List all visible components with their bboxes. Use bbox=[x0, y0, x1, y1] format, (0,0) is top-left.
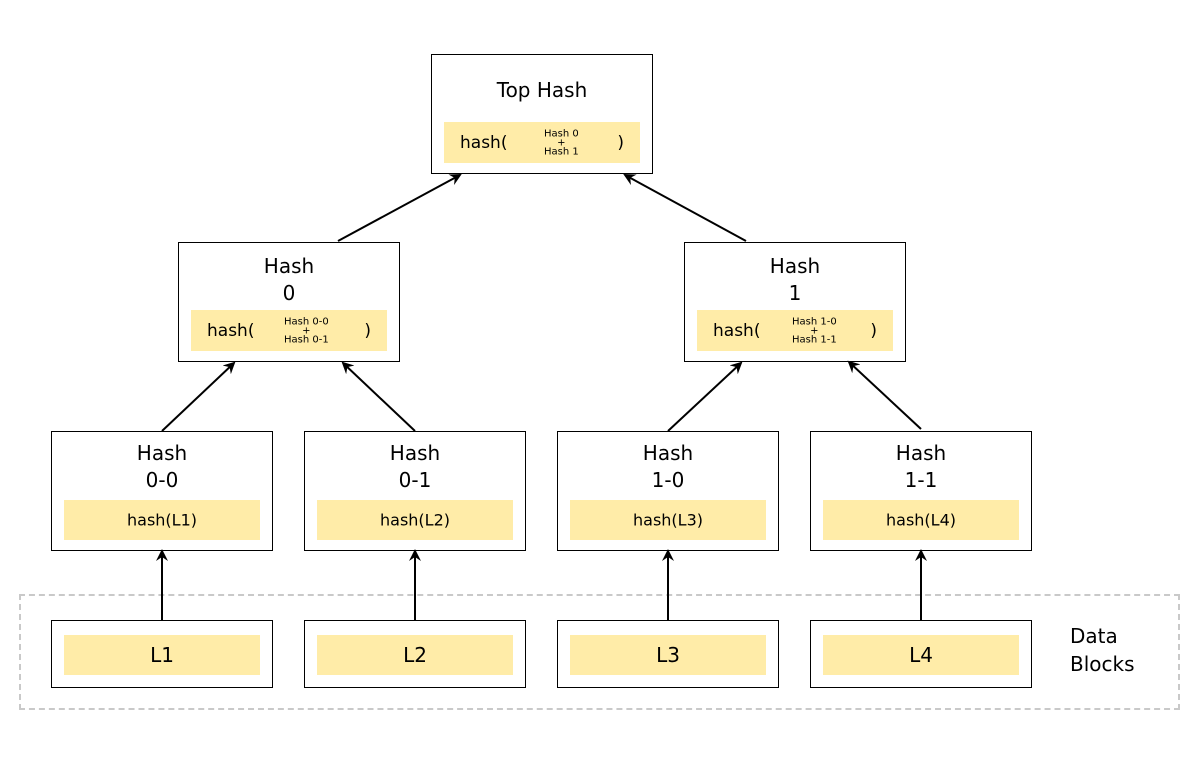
hash-1-0-content: hash(L3) bbox=[570, 500, 766, 540]
hash-1-1-title-line2: 1-1 bbox=[904, 468, 938, 492]
data-blocks-group bbox=[19, 594, 1180, 710]
hash-0-formula: hash( Hash 0-0 + Hash 0-1 ) bbox=[191, 310, 387, 351]
arrow-hash-0-to-top bbox=[337, 174, 462, 242]
data-block-l3: L3 bbox=[557, 620, 779, 688]
top-hash-close: ) bbox=[617, 132, 624, 153]
top-hash-title: Top Hash bbox=[496, 78, 588, 102]
hash-0-0-title-line1: Hash bbox=[136, 441, 188, 465]
hash-1-1-content-text: hash(L4) bbox=[886, 510, 956, 530]
hash-1-close: ) bbox=[870, 320, 877, 341]
data-blocks-label: Data Blocks bbox=[1070, 622, 1135, 678]
hash-0-input-b: Hash 0-1 bbox=[284, 334, 329, 345]
top-hash-node: Top Hash hash( Hash 0 + Hash 1 ) bbox=[431, 54, 653, 174]
hash-0-title-line1: Hash bbox=[263, 254, 315, 278]
data-block-l1-fill: L1 bbox=[64, 635, 260, 675]
hash-0-close: ) bbox=[364, 320, 371, 341]
hash-0-title-line2: 0 bbox=[282, 281, 296, 305]
data-blocks-label-line2: Blocks bbox=[1070, 652, 1135, 676]
hash-1-input-b: Hash 1-1 bbox=[792, 334, 837, 345]
hash-1-0-title-line1: Hash bbox=[642, 441, 694, 465]
data-block-l2: L2 bbox=[304, 620, 526, 688]
arrow-hash-1-to-top bbox=[623, 174, 747, 242]
top-hash-input-b: Hash 1 bbox=[544, 146, 579, 157]
hash-0-plus: + bbox=[302, 325, 311, 336]
data-block-l4-fill: L4 bbox=[823, 635, 1019, 675]
data-block-l4-label: L4 bbox=[909, 643, 933, 667]
arrow-hash-0-1-to-hash-0 bbox=[341, 361, 416, 432]
hash-0-node: Hash 0 hash( Hash 0-0 + Hash 0-1 ) bbox=[178, 242, 400, 362]
data-block-l3-fill: L3 bbox=[570, 635, 766, 675]
arrow-hash-1-0-to-hash-1 bbox=[667, 361, 743, 432]
arrow-hash-0-0-to-hash-0 bbox=[161, 361, 236, 432]
hash-1-0-content-text: hash(L3) bbox=[633, 510, 703, 530]
hash-0-0-node: Hash 0-0 hash(L1) bbox=[51, 431, 273, 551]
hash-1-fn: hash( bbox=[713, 320, 761, 341]
hash-0-1-node: Hash 0-1 hash(L2) bbox=[304, 431, 526, 551]
hash-0-input-a: Hash 0-0 bbox=[284, 316, 329, 327]
top-hash-plus: + bbox=[557, 137, 566, 148]
hash-0-0-content-text: hash(L1) bbox=[127, 510, 197, 530]
data-block-l2-label: L2 bbox=[403, 643, 427, 667]
arrow-hash-1-1-to-hash-1 bbox=[847, 360, 922, 430]
hash-1-title-line1: Hash bbox=[769, 254, 821, 278]
hash-1-formula: hash( Hash 1-0 + Hash 1-1 ) bbox=[697, 310, 893, 351]
hash-0-1-content-text: hash(L2) bbox=[380, 510, 450, 530]
hash-1-plus: + bbox=[810, 325, 819, 336]
hash-0-1-title-line2: 0-1 bbox=[398, 468, 432, 492]
hash-0-1-content: hash(L2) bbox=[317, 500, 513, 540]
hash-1-1-node: Hash 1-1 hash(L4) bbox=[810, 431, 1032, 551]
hash-1-node: Hash 1 hash( Hash 1-0 + Hash 1-1 ) bbox=[684, 242, 906, 362]
top-hash-input-a: Hash 0 bbox=[544, 128, 579, 139]
top-hash-formula: hash( Hash 0 + Hash 1 ) bbox=[444, 122, 640, 163]
hash-0-0-title-line2: 0-0 bbox=[145, 468, 179, 492]
top-hash-fn: hash( bbox=[460, 132, 508, 153]
hash-1-0-node: Hash 1-0 hash(L3) bbox=[557, 431, 779, 551]
hash-1-0-title-line2: 1-0 bbox=[651, 468, 685, 492]
data-blocks-label-line1: Data bbox=[1070, 624, 1118, 648]
data-block-l1-label: L1 bbox=[150, 643, 174, 667]
data-block-l3-label: L3 bbox=[656, 643, 680, 667]
data-block-l1: L1 bbox=[51, 620, 273, 688]
hash-1-1-content: hash(L4) bbox=[823, 500, 1019, 540]
hash-1-title-line2: 1 bbox=[788, 281, 802, 305]
hash-1-1-title-line1: Hash bbox=[895, 441, 947, 465]
hash-0-fn: hash( bbox=[207, 320, 255, 341]
data-block-l4: L4 bbox=[810, 620, 1032, 688]
hash-0-0-content: hash(L1) bbox=[64, 500, 260, 540]
data-block-l2-fill: L2 bbox=[317, 635, 513, 675]
hash-0-1-title-line1: Hash bbox=[389, 441, 441, 465]
hash-1-input-a: Hash 1-0 bbox=[792, 316, 837, 327]
